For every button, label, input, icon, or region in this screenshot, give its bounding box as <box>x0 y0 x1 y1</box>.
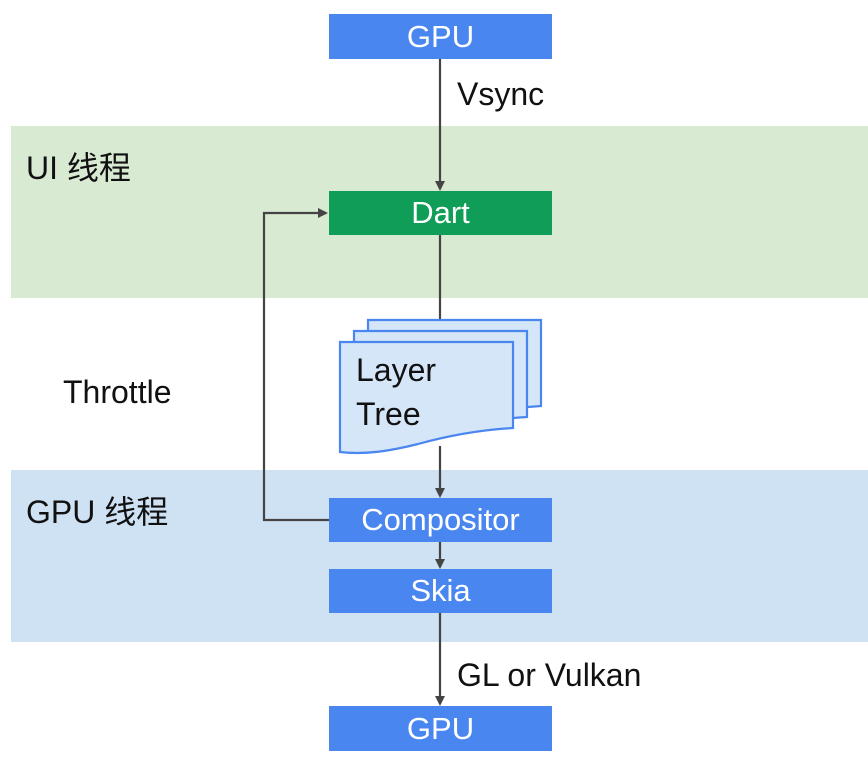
throttle-label: Throttle <box>63 374 172 410</box>
compositor-node: Compositor <box>329 498 552 542</box>
gpu-bottom-node: GPU <box>329 706 552 751</box>
layer-tree-page-front <box>338 340 515 455</box>
gl-or-vulkan-label: GL or Vulkan <box>457 657 642 693</box>
layer-tree-label-line1: Layer <box>356 352 437 388</box>
layer-tree-document-stack <box>338 318 543 455</box>
gpu-top-node: GPU <box>329 14 552 59</box>
vsync-label: Vsync <box>457 76 545 112</box>
dart-node: Dart <box>329 191 552 235</box>
gpu-thread-label: GPU 线程 <box>26 494 169 530</box>
layer-tree-label-line2: Tree <box>356 396 421 432</box>
throttle-feedback-arrow <box>262 208 329 522</box>
ui-thread-label: UI 线程 <box>26 150 131 186</box>
skia-node: Skia <box>329 569 552 613</box>
